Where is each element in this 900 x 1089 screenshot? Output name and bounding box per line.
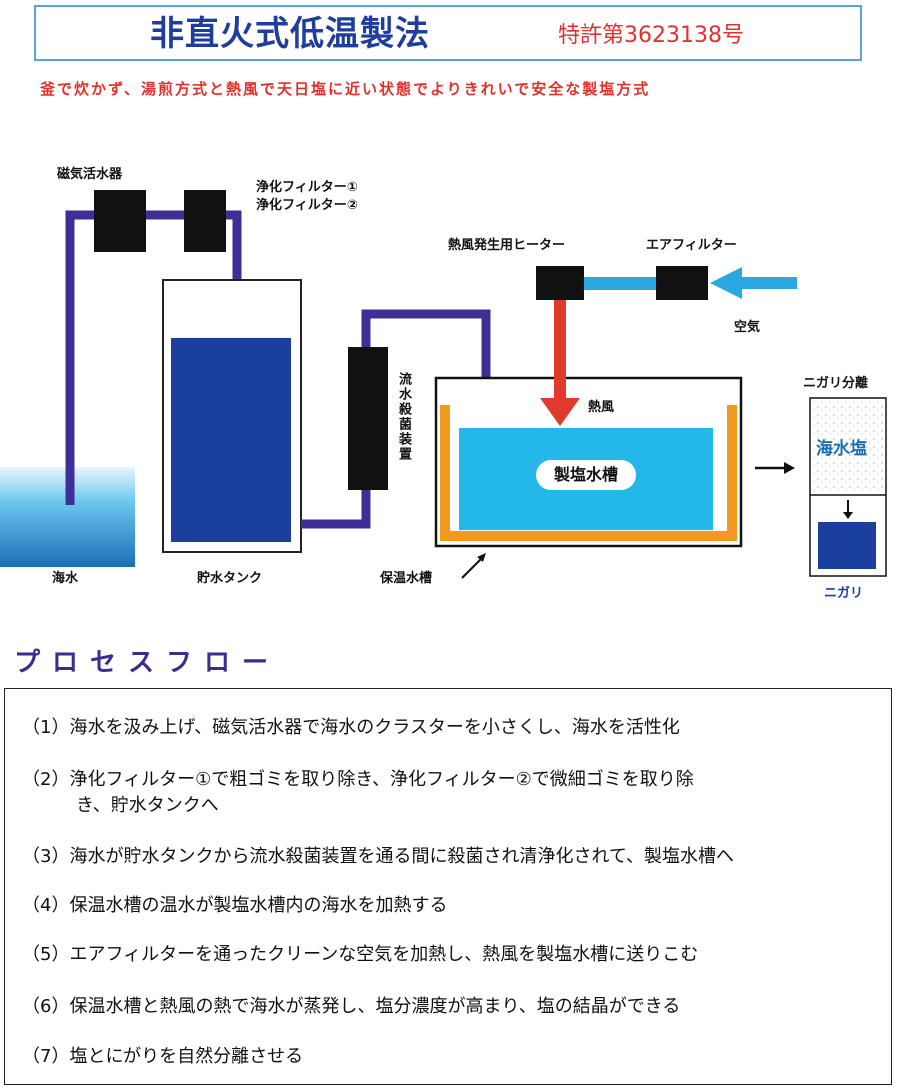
sterilizer-unit: [348, 347, 388, 490]
heater-label: 熱風発生用ヒーター: [448, 238, 566, 253]
warm-tank-label: 保温水槽: [380, 571, 433, 586]
filter2-label: 浄化フィルター②: [256, 198, 358, 213]
page-title: 非直火式低温製法: [150, 14, 430, 54]
sterilizer-label: 流水殺菌装置: [396, 372, 411, 462]
magnetizer-label: 磁気活水器: [57, 167, 123, 182]
salt-tank-label: 製塩水槽: [536, 460, 636, 490]
magnetizer-unit: [94, 190, 146, 252]
air-filter-unit: [656, 266, 708, 300]
air-filter-label: エアフィルター: [646, 238, 737, 253]
patent-number: 特許第3623138号: [558, 23, 744, 48]
process-flow-box: [4, 688, 892, 1085]
filter1-label: 浄化フィルター①: [256, 180, 358, 195]
separator-arrow-head: [843, 512, 853, 519]
heater-unit: [536, 266, 584, 300]
process-step-2: （2）浄化フィルター①で粗ゴミを取り除き、浄化フィルター②で微細ゴミを取り除: [22, 769, 694, 790]
page-subtitle: 釜で炊かず、湯煎方式と熱風で天日塩に近い状態でよりきれいで安全な製塩方式: [40, 80, 651, 98]
storage-tank-label: 貯水タンク: [197, 571, 263, 586]
process-step-2-cont: き、貯水タンクへ: [76, 795, 219, 816]
air-duct: [584, 277, 656, 290]
filter-unit: [184, 190, 226, 252]
intake-pipe: [65, 210, 242, 505]
warm-tank-pointer-head: [477, 553, 486, 562]
process-diagram: [0, 190, 887, 579]
process-step-5: （5）エアフィルターを通ったクリーンな空気を加熱し、熱風を製塩水槽に送りこむ: [22, 944, 699, 965]
process-step-4: （4）保温水槽の温水が製塩水槽内の海水を加熱する: [22, 895, 448, 916]
process-step-6: （6）保温水槽と熱風の熱で海水が蒸発し、塩分濃度が高まり、塩の結晶ができる: [22, 996, 681, 1017]
title-box: [34, 5, 862, 61]
process-flow-title: プロセスフロー: [14, 648, 281, 678]
transfer-pipe: [301, 309, 491, 529]
hot-air-label: 熱風: [588, 400, 615, 415]
storage-tank-water: [171, 338, 291, 542]
nigari-label: ニガリ: [824, 586, 864, 601]
output-arrow-head: [784, 462, 795, 474]
nigari-layer: [818, 522, 876, 569]
air-inflow-arrow: [710, 267, 797, 299]
sea-salt-layer: [812, 400, 884, 492]
seawater-label: 海水: [52, 571, 79, 586]
hot-air-arrow: [540, 300, 580, 426]
nigari-separation-label: ニガリ分離: [803, 376, 869, 391]
air-label: 空気: [734, 320, 761, 335]
process-step-7: （7）塩とにがりを自然分離させる: [22, 1046, 304, 1067]
process-step-1: （1）海水を汲み上げ、磁気活水器で海水のクラスターを小さくし、海水を活性化: [22, 717, 680, 738]
process-step-3: （3）海水が貯水タンクから流水殺菌装置を通る間に殺菌され清浄化されて、製塩水槽へ: [22, 846, 735, 867]
sea-salt-label: 海水塩: [816, 439, 867, 459]
